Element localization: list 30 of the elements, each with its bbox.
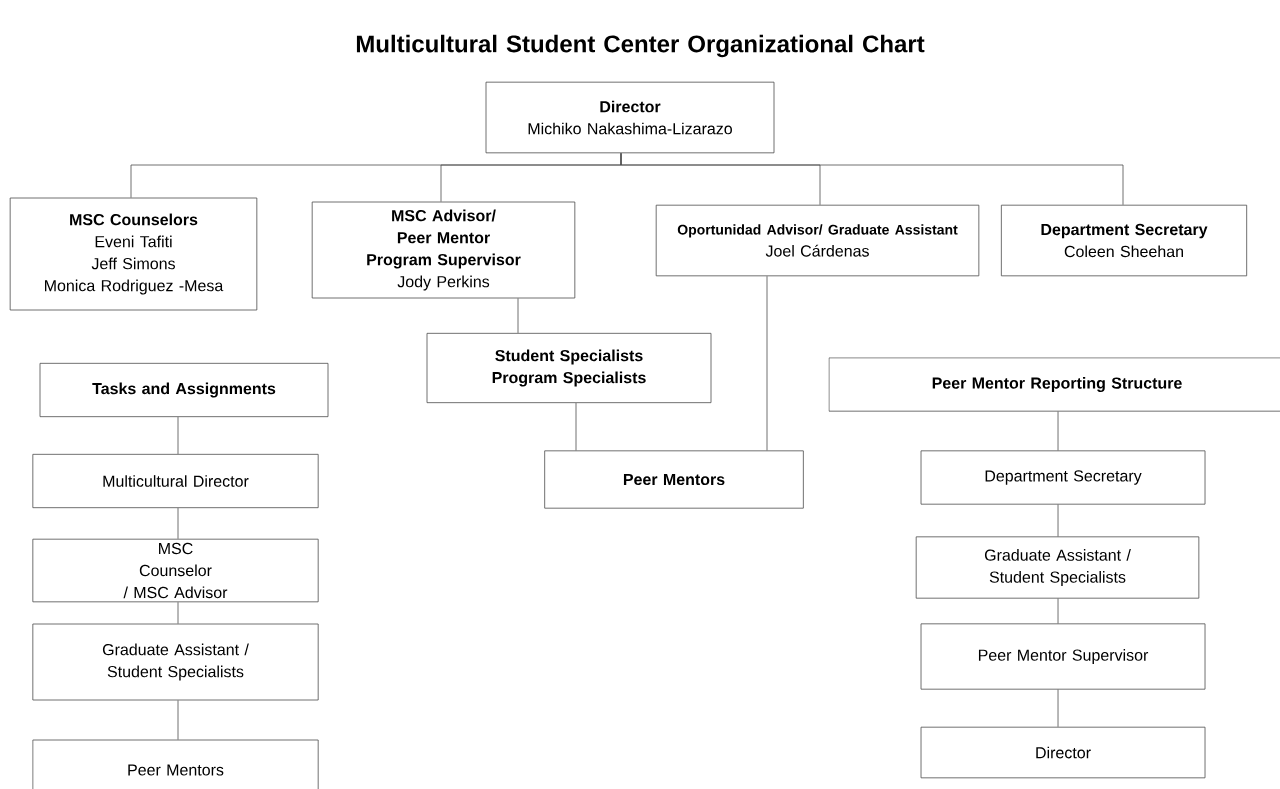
role-box: Peer Mentors — [544, 450, 804, 509]
role-box: Peer Mentor Reporting Structure — [828, 357, 1280, 412]
connector-line — [1057, 504, 1059, 537]
person-box: Oportunidad Advisor/ Graduate Assistant Joel Cárdenas — [655, 204, 980, 277]
connector-line — [177, 416, 179, 455]
role-box: Graduate Assistant / Student Specialists — [915, 536, 1200, 599]
connector-line — [1057, 411, 1059, 451]
connector-line — [620, 152, 1124, 206]
role-box: Director — [920, 726, 1206, 779]
connector-line — [517, 298, 519, 334]
connector-line — [575, 402, 577, 451]
person-box: MSC Counselors Eveni Tafiti Jeff Simons Monica Rodriguez -Mesa — [9, 197, 258, 311]
connector-line — [766, 275, 768, 451]
connector-line — [177, 507, 179, 540]
connector-line — [177, 601, 179, 624]
role-box: Peer Mentor Supervisor — [920, 623, 1206, 690]
role-box: Multicultural Director — [32, 453, 319, 509]
title: Multicultural Student Center Organizational Chart — [356, 34, 925, 58]
person-box: Department Secretary Coleen Sheehan — [1000, 204, 1248, 277]
connector-line — [177, 700, 179, 740]
connector-line — [1057, 689, 1059, 728]
person-box: Director Michiko Nakashima-Lizarazo — [485, 81, 775, 154]
role-box: Peer Mentors — [32, 739, 319, 789]
role-box: Tasks and Assignments — [39, 362, 329, 418]
role-box: Graduate Assistant / Student Specialists — [32, 623, 319, 701]
person-box: MSC Advisor/ Peer Mentor Program Supervisor Jody Perkins — [311, 201, 576, 299]
role-box: MSC Counselor / MSC Advisor — [32, 538, 319, 603]
role-box: Student Specialists Program Specialists — [426, 332, 712, 404]
role-box: Department Secretary — [920, 450, 1206, 505]
connector-line — [1057, 598, 1059, 624]
